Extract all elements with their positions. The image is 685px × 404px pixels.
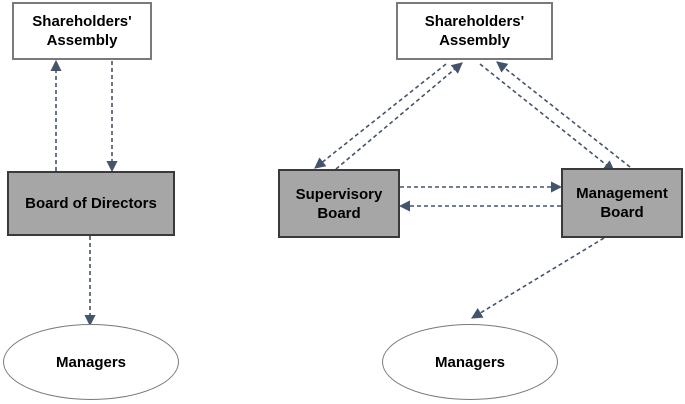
left-shareholders-assembly-box: Shareholders' Assembly (12, 2, 152, 60)
arrow-supervisory-to-shareholders (335, 62, 463, 170)
right-shareholders-assembly-box: Shareholders' Assembly (396, 2, 553, 60)
left-managers-ellipse: Managers (3, 324, 179, 400)
right-managers-ellipse: Managers (382, 324, 558, 400)
left-shareholders-assembly-label: Shareholders' Assembly (32, 13, 132, 49)
arrow-shareholders-to-management (479, 63, 615, 172)
management-board-label: Management Board (576, 185, 668, 221)
supervisory-board-box: Supervisory Board (278, 169, 400, 238)
arrow-management-to-shareholders (496, 61, 631, 168)
right-shareholders-assembly-label: Shareholders' Assembly (424, 13, 525, 49)
board-of-directors-label: Board of Directors (25, 195, 157, 212)
supervisory-board-label: Supervisory Board (295, 185, 383, 222)
right-managers-label: Managers (434, 353, 506, 371)
left-managers-label: Managers (55, 353, 127, 371)
board-of-directors-box: Board of Directors (7, 171, 175, 236)
arrow-shareholders-to-supervisory (314, 63, 447, 169)
arrow-management-to-managers (471, 237, 605, 319)
management-board-box: Management Board (561, 168, 683, 238)
